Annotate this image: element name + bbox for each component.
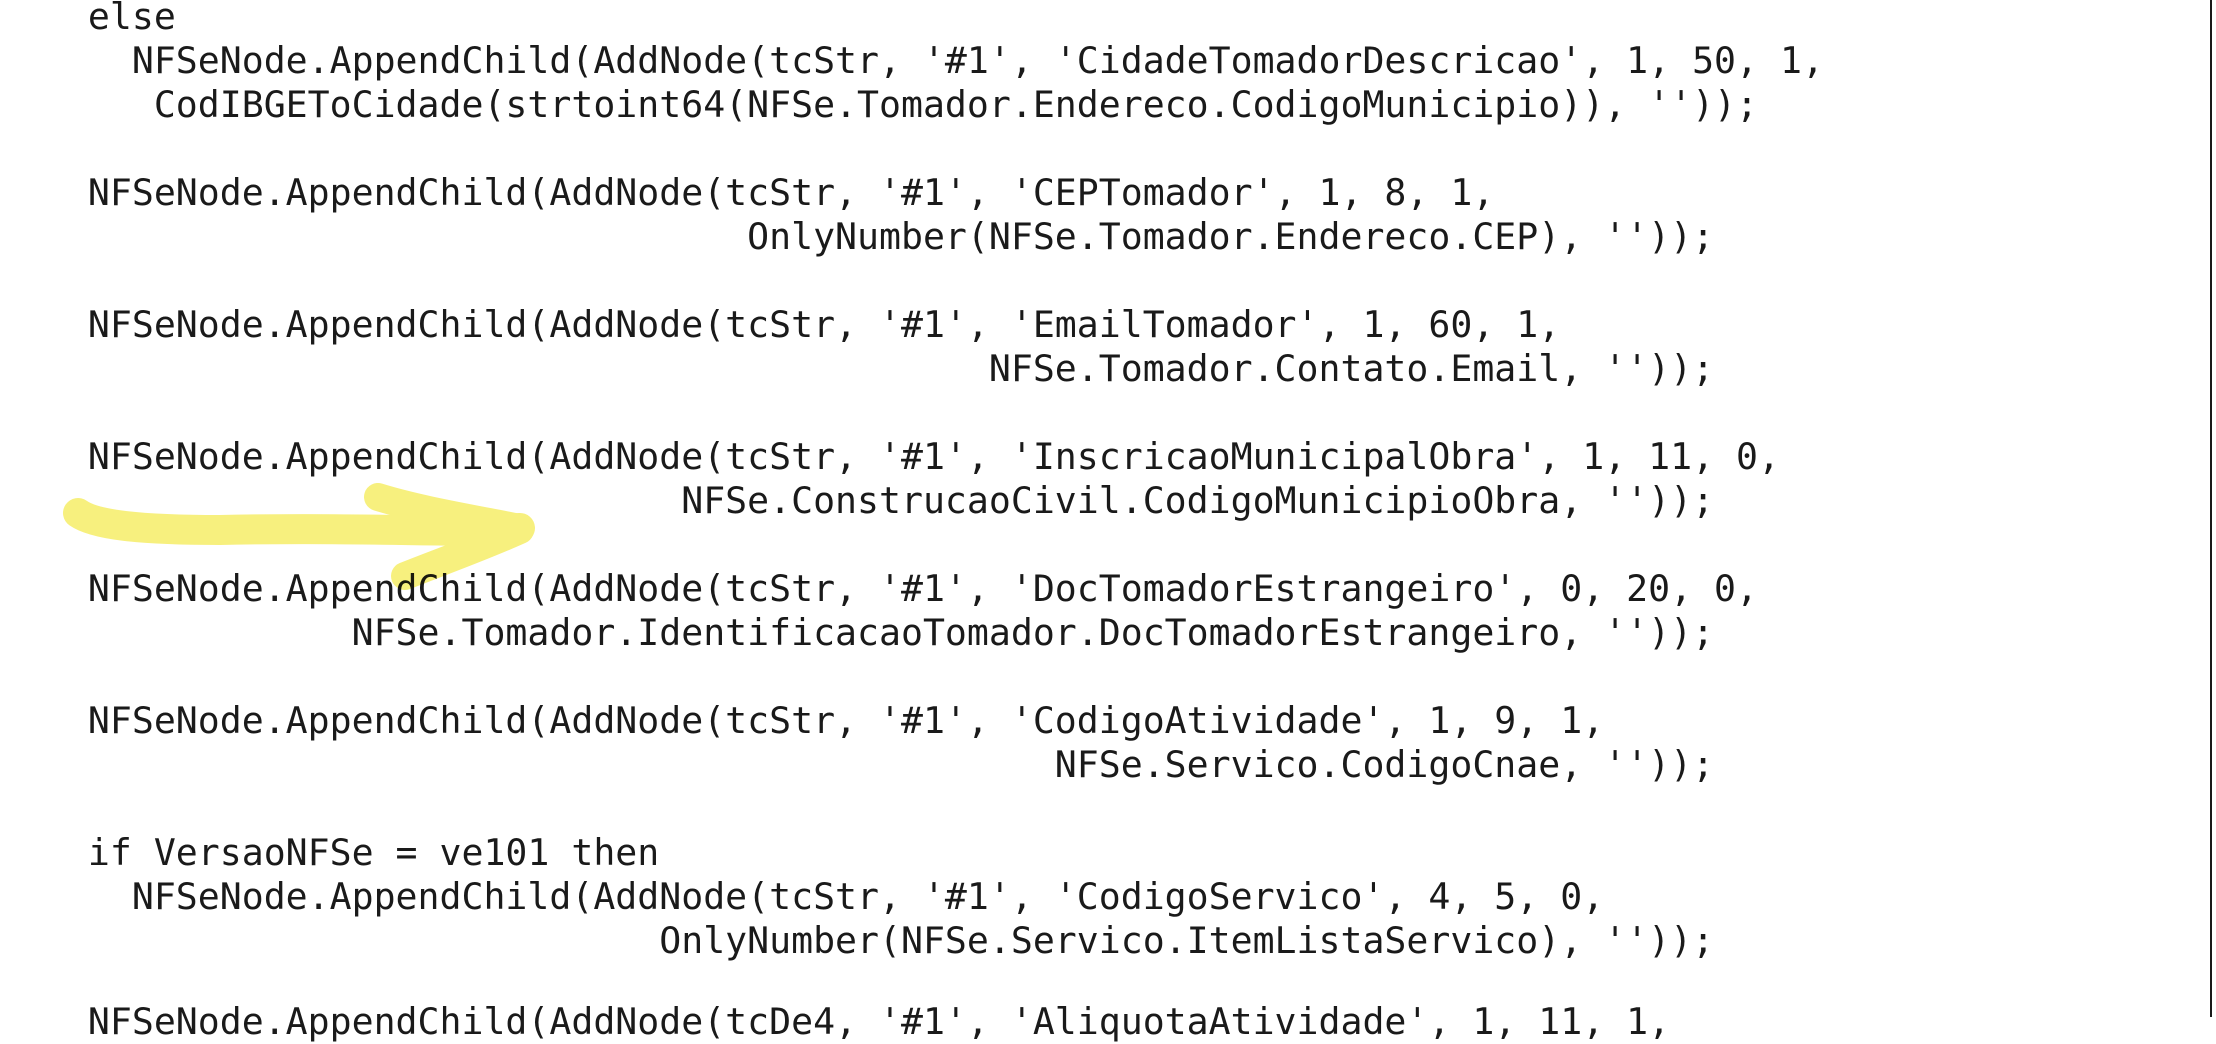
- code-line: NFSeNode.AppendChild(AddNode(tcStr, '#1'…: [0, 699, 1605, 742]
- code-line: NFSe.ConstrucaoCivil.CodigoMunicipioObra…: [0, 479, 1715, 522]
- code-line: NFSeNode.AppendChild(AddNode(tcStr, '#1'…: [0, 39, 1824, 82]
- code-line: NFSe.Tomador.IdentificacaoTomador.DocTom…: [0, 611, 1715, 654]
- code-line: OnlyNumber(NFSe.Tomador.Endereco.CEP), '…: [0, 215, 1715, 258]
- code-line: NFSeNode.AppendChild(AddNode(tcStr, '#1'…: [0, 303, 1561, 346]
- code-line: NFSeNode.AppendChild(AddNode(tcDe4, '#1'…: [0, 1000, 1671, 1043]
- code-line: OnlyNumber(NFSe.Servico.ItemListaServico…: [0, 919, 1715, 962]
- code-line: NFSeNode.AppendChild(AddNode(tcStr, '#1'…: [0, 875, 1605, 918]
- code-line: NFSe.Servico.CodigoCnae, ''));: [0, 743, 1715, 786]
- code-line: NFSeNode.AppendChild(AddNode(tcStr, '#1'…: [0, 435, 1780, 478]
- code-line: CodIBGEToCidade(strtoint64(NFSe.Tomador.…: [0, 83, 1758, 126]
- code-line: NFSeNode.AppendChild(AddNode(tcStr, '#1'…: [0, 171, 1495, 214]
- code-line: else: [0, 0, 176, 38]
- code-line: if VersaoNFSe = ve101 then: [0, 831, 660, 874]
- code-line: NFSeNode.AppendChild(AddNode(tcStr, '#1'…: [0, 567, 1758, 610]
- code-line: NFSe.Tomador.Contato.Email, ''));: [0, 347, 1715, 390]
